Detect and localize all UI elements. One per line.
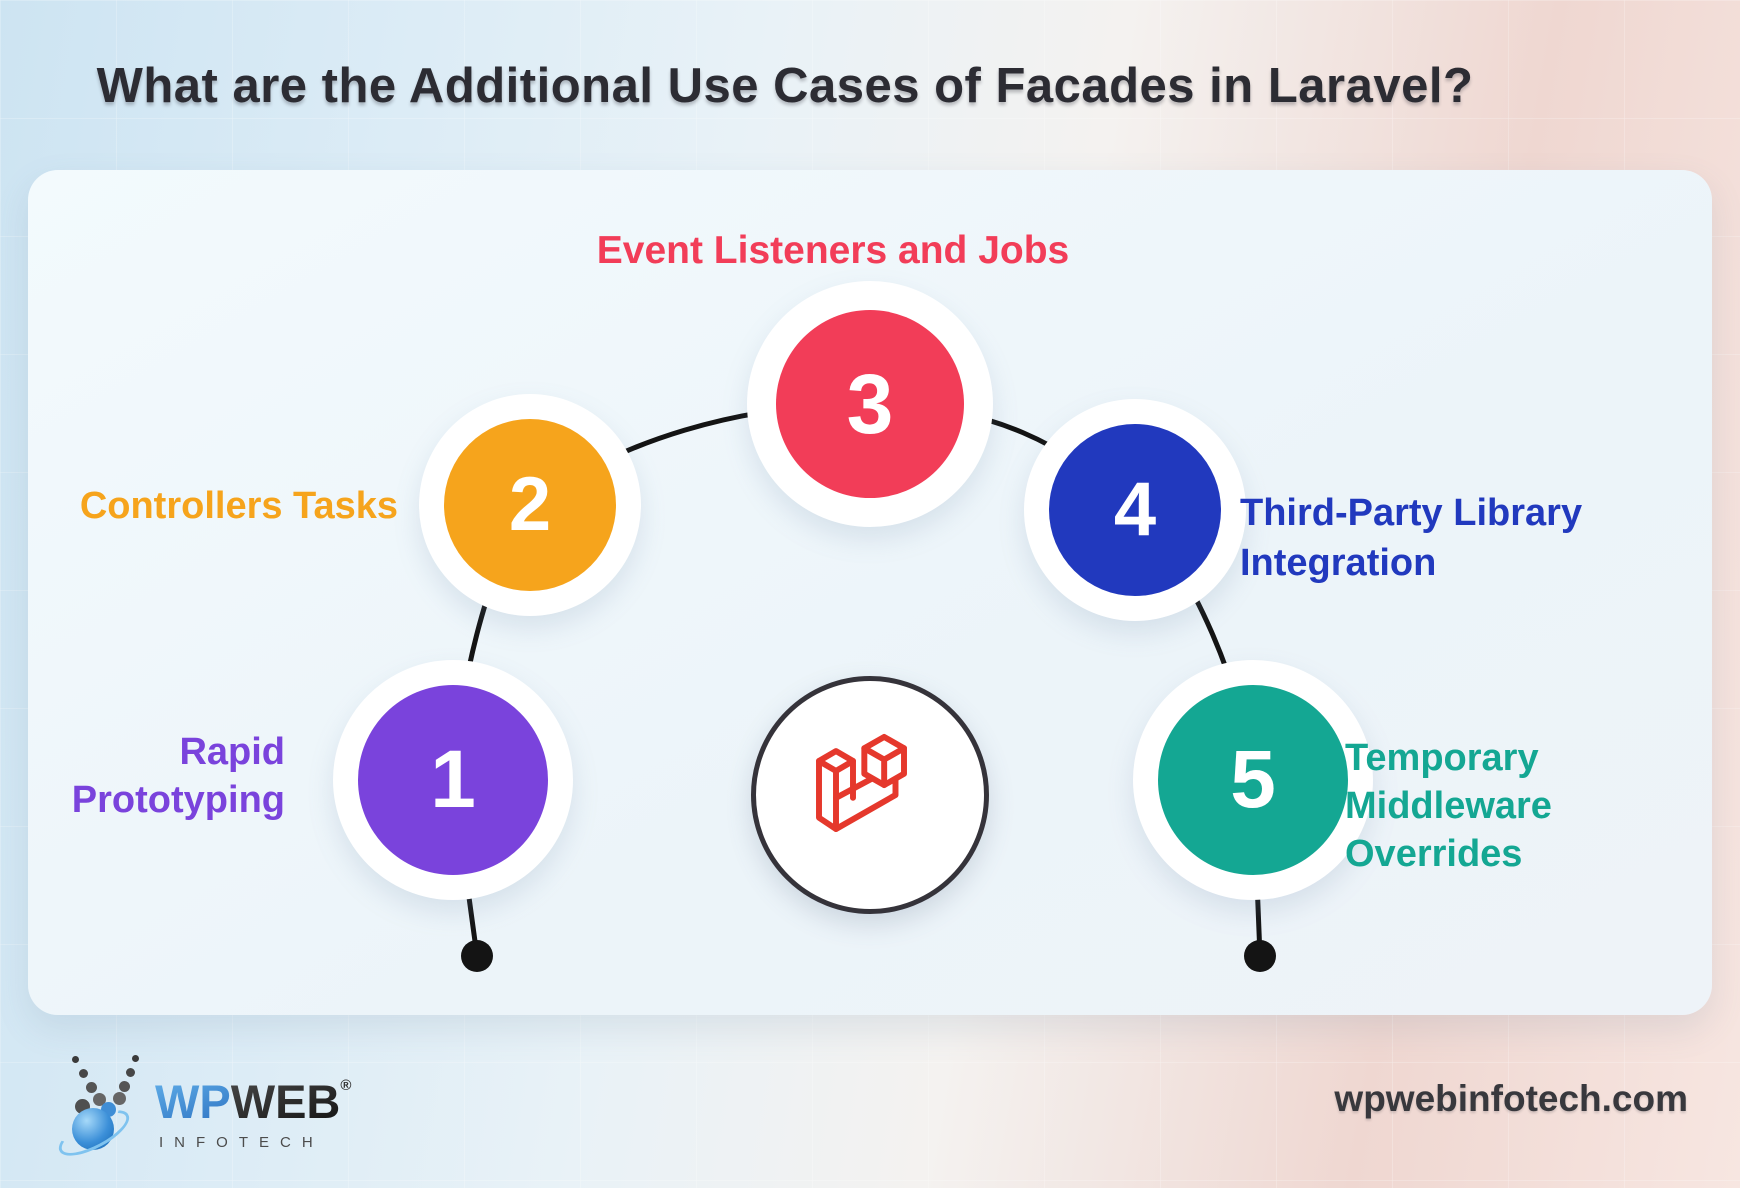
step-label-third-party: Third-Party Library Integration [1240,488,1582,588]
laravel-logo-icon [816,733,907,832]
step-circle-3: 3 [776,310,964,498]
website-url: wpwebinfotech.com [1334,1078,1688,1119]
laravel-logo-strokes [816,733,907,832]
step-circle-1: 1 [358,685,548,875]
brand-subtitle: INFOTECH [159,1134,324,1151]
logo-dot [86,1082,97,1093]
step-number: 3 [846,357,894,451]
logo-dot [79,1069,88,1078]
step-circle-4: 4 [1049,424,1221,596]
logo-dot [113,1092,126,1105]
label-line: Integration [1240,542,1437,584]
wpweb-logo: WPWEB® INFOTECH [45,1038,405,1178]
center-badge [751,676,989,914]
step-number: 5 [1230,734,1276,825]
logo-dot [126,1068,135,1077]
step-number: 4 [1113,467,1157,552]
step-label-controllers-tasks: Controllers Tasks [80,484,398,528]
brand-web: WEB [230,1075,341,1128]
step-label-rapid-prototyping: Rapid Prototyping [72,728,285,824]
step-circle-2: 2 [444,419,616,591]
step-circle-5: 5 [1158,685,1348,875]
logo-globe-icon [72,1108,114,1150]
label-line: Event Listeners and Jobs [596,229,1070,272]
step-label-temporary-middleware: Temporary Middleware Overrides [1345,734,1552,878]
label-line: Controllers Tasks [79,485,398,527]
registered-mark: ® [340,1077,352,1094]
logo-dot [119,1081,130,1092]
label-line: Overrides [1345,833,1523,875]
label-line: Third-Party Library [1240,492,1583,534]
label-line: Temporary [1345,737,1539,779]
brand-wp: WP [155,1075,231,1128]
label-line: Prototyping [71,779,285,821]
brand-name: WPWEB® [155,1078,351,1125]
step-number: 1 [430,734,476,825]
page-title: What are the Additional Use Cases of Fac… [96,59,1474,113]
logo-dot [72,1056,79,1063]
label-line: Rapid [179,731,285,773]
step-number: 2 [508,462,552,547]
logo-dot [132,1055,139,1062]
step-label-event-listeners: Event Listeners and Jobs [597,229,1069,273]
label-line: Middleware [1345,785,1552,827]
